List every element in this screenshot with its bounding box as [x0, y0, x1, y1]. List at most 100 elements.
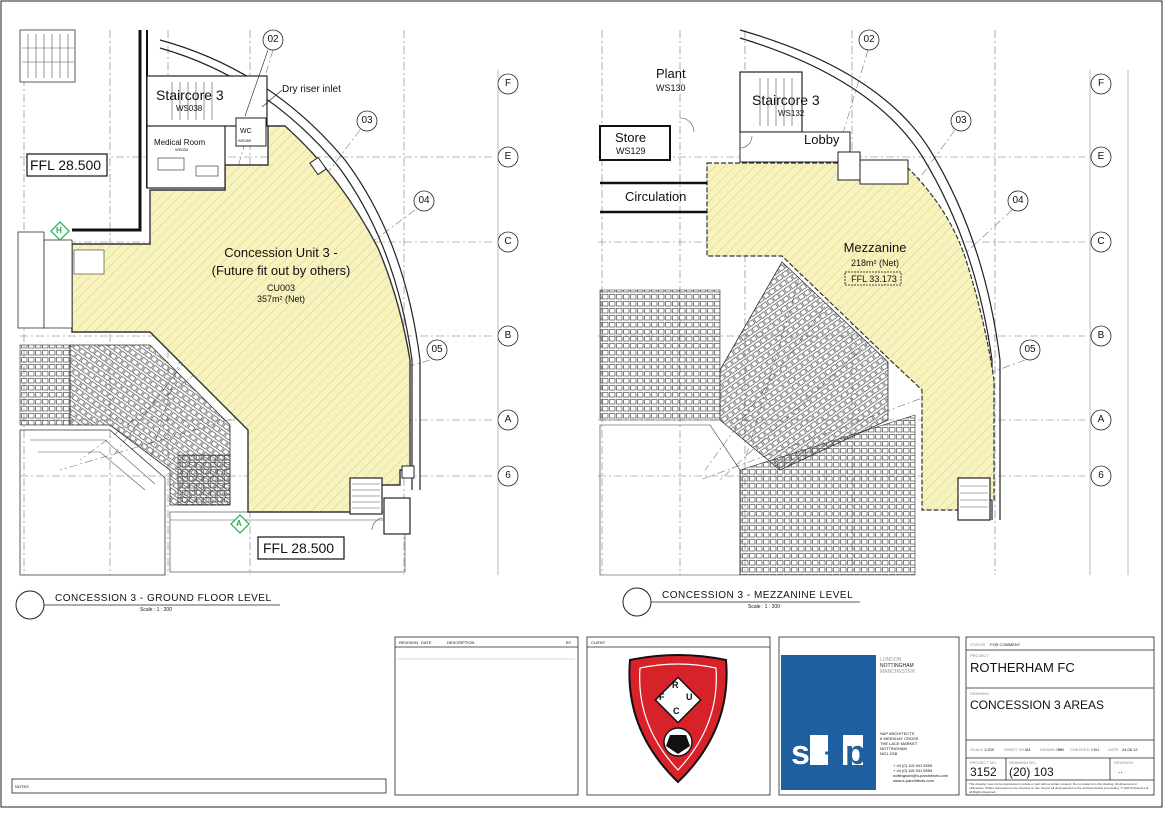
- status-label: STATUS: [970, 642, 986, 647]
- status-value: FOR COMMENT: [990, 642, 1021, 647]
- grid-02-right: 02: [863, 34, 875, 45]
- row-6-left: 6: [505, 470, 511, 481]
- ground-caption-circle: [15, 590, 45, 620]
- title-block: [11, 636, 1155, 796]
- medical-room-label: Medical Room: [154, 138, 206, 147]
- ffl-bottom-label: FFL 28.500: [263, 540, 335, 556]
- ground-staircore-code: WS038: [176, 104, 203, 113]
- store-label: Store: [615, 130, 647, 145]
- crest-letter-u: U: [686, 692, 693, 702]
- contact-tel: + 44 (0) 115 941 5559: [893, 763, 933, 768]
- office-manchester: MANCHESTER: [880, 669, 916, 675]
- rev-col-by: BY: [566, 640, 572, 645]
- brand-p: p: [845, 734, 866, 772]
- mezz-caption-circle: [622, 587, 652, 617]
- mezzanine-plan: [598, 29, 1129, 576]
- row-b-left: B: [504, 330, 512, 341]
- drawn-by-label: DRAWN BY: [1040, 747, 1062, 752]
- concession-unit-name: Concession Unit 3 -: [224, 245, 338, 260]
- grid-04-right: 04: [1012, 195, 1024, 206]
- mezz-staircore-label: Staircore 3: [752, 92, 820, 108]
- ffl-top-label: FFL 28.500: [30, 157, 102, 173]
- drawing-no-label: DRAWING NO.: [1009, 760, 1037, 765]
- mezzanine-area-label: 218m² (Net): [850, 258, 899, 268]
- address-line-4: NOTTINGHAM: [880, 746, 907, 751]
- ground-floor-plan: [17, 29, 519, 576]
- address-line-5: NG1 2GB: [880, 751, 898, 756]
- address-line-2: 8 WEEKDAY CROSS: [880, 736, 919, 741]
- checked-by-label: CHECKED BY: [1070, 747, 1097, 752]
- scale-label: SCALE: [970, 747, 984, 752]
- date-label: DATE: [1108, 747, 1119, 752]
- drawing-label: DRAWING: [970, 691, 990, 696]
- address-line-3: THE LACE MARKET: [880, 741, 918, 746]
- row-b-right: B: [1097, 330, 1105, 341]
- address-line-1: S&P ARCHITECTS: [880, 731, 915, 736]
- project-no-value: 3152: [970, 765, 997, 779]
- rev-col-revision: REVISION: [399, 640, 419, 645]
- row-c-left: C: [504, 236, 512, 247]
- row-a-left: A: [504, 414, 512, 425]
- crest-letter-c: C: [673, 706, 680, 716]
- revision-value: ..: [1118, 766, 1123, 775]
- drawing-no-value: (20) 103: [1009, 765, 1054, 779]
- row-e-right: E: [1097, 151, 1105, 162]
- brand-block: [781, 655, 876, 790]
- circulation-label: Circulation: [625, 189, 687, 204]
- scale-value: 1:200: [984, 747, 995, 752]
- disclaimer-text: This drawing must not be reproduced in w…: [969, 782, 1150, 794]
- mezz-staircore-code: WS132: [778, 109, 805, 118]
- grid-05-right: 05: [1024, 344, 1036, 355]
- crest-letter-r: R: [672, 680, 679, 690]
- row-f-left: F: [504, 78, 512, 89]
- lobby-label: Lobby: [804, 132, 840, 147]
- concession-unit-area: 357m² (Net): [256, 294, 305, 304]
- revision-label: REVISION: [1114, 760, 1134, 765]
- mezz-caption: CONCESSION 3 - MEZZANINE LEVEL: [662, 590, 854, 601]
- contact-email: nottingham@s-parchitects.com: [893, 773, 949, 778]
- plant-code: WS130: [656, 83, 686, 93]
- office-nottingham: NOTTINGHAM: [880, 663, 914, 669]
- grid-05-left: 05: [431, 344, 443, 355]
- project-value: ROTHERHAM FC: [970, 660, 1075, 675]
- client-label: CLIENT: [591, 640, 606, 645]
- sheet-size-value: A1: [1026, 747, 1031, 752]
- grid-02-left: 02: [267, 34, 279, 45]
- concession-unit-code: CU003: [266, 283, 295, 293]
- project-no-label: PROJECT NO.: [970, 760, 997, 765]
- grid-03-right: 03: [955, 115, 967, 126]
- wc-code: WS080: [238, 138, 252, 143]
- concession-unit-note: (Future fit out by others): [211, 263, 351, 278]
- drawn-by-value: NN: [1058, 747, 1064, 752]
- brand-plus: +: [824, 737, 841, 768]
- store-code: WS129: [616, 146, 646, 156]
- checked-by-value: GJ: [1094, 747, 1100, 752]
- wc-label: WC: [240, 128, 252, 135]
- grid-04-left: 04: [418, 195, 430, 206]
- mezzanine-name: Mezzanine: [843, 240, 907, 255]
- crest-letter-f: F: [659, 692, 665, 702]
- medical-room-code: WS033: [175, 147, 189, 152]
- rev-col-description: DESCRIPTION: [447, 640, 475, 645]
- mezzanine-ffl: FFL 33.173: [851, 274, 897, 284]
- date-value: 24.05.12: [1122, 747, 1138, 752]
- brand-s: s: [791, 734, 810, 772]
- mezz-scale: Scale : 1 : 200: [748, 604, 780, 610]
- ground-staircore-label: Staircore 3: [156, 87, 224, 103]
- ground-scale: Scale : 1 : 200: [140, 607, 172, 613]
- row-e-left: E: [504, 151, 512, 162]
- grid-03-left: 03: [361, 115, 373, 126]
- contact-fax: + 44 (0) 115 941 5555: [893, 768, 933, 773]
- riser-label: Dry riser inlet: [282, 84, 341, 95]
- row-c-right: C: [1097, 236, 1105, 247]
- marker-h: H: [56, 226, 62, 235]
- office-london: LONDON: [880, 657, 902, 663]
- notes-label: NOTES: [15, 784, 29, 789]
- marker-a: A: [236, 519, 242, 528]
- concession-unit-area: [71, 125, 411, 513]
- row-a-right: A: [1097, 414, 1105, 425]
- ground-caption: CONCESSION 3 - GROUND FLOOR LEVEL: [55, 593, 272, 604]
